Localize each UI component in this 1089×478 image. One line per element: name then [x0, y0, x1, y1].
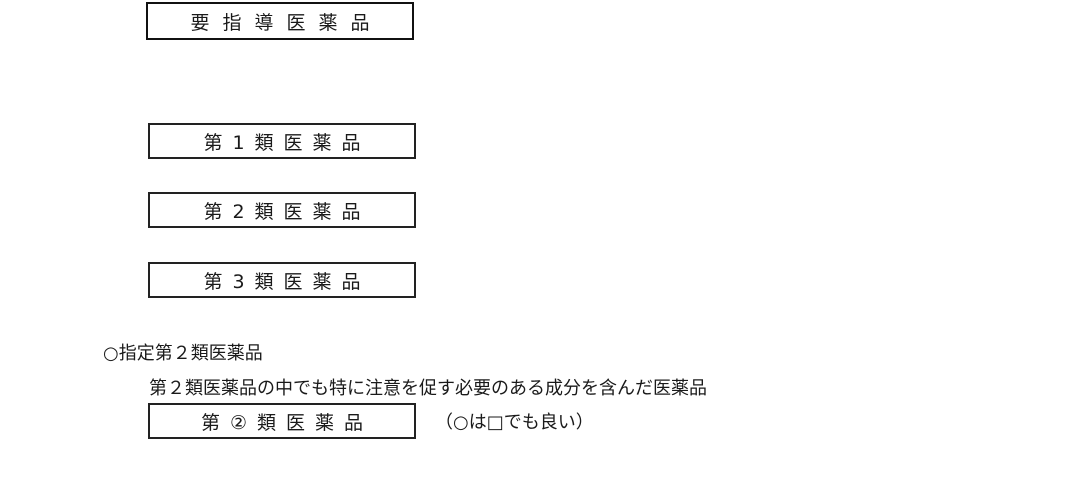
- label-box-designated-class-2: 第②類医薬品: [148, 403, 416, 439]
- label-text-designated-class-2: 第②類医薬品: [200, 411, 374, 434]
- label-text-class-2: 第2類医薬品: [203, 200, 371, 223]
- designated-class-2-description: 第２類医薬品の中でも特に注意を促す必要のある成分を含んだ医薬品: [149, 378, 707, 399]
- label-text-class-3: 第3類医薬品: [203, 270, 371, 293]
- label-text-class-1: 第1類医薬品: [203, 131, 371, 154]
- label-box-class-3: 第3類医薬品: [148, 262, 416, 298]
- label-box-class-2: 第2類医薬品: [148, 192, 416, 228]
- designated-class-2-heading: ○指定第２類医薬品: [103, 343, 263, 364]
- label-box-requires-guidance: 要指導医薬品: [146, 2, 414, 40]
- designated-class-2-note: （○は□でも良い）: [435, 412, 594, 433]
- label-box-class-1: 第1類医薬品: [148, 123, 416, 159]
- label-text-requires-guidance: 要指導医薬品: [190, 11, 383, 34]
